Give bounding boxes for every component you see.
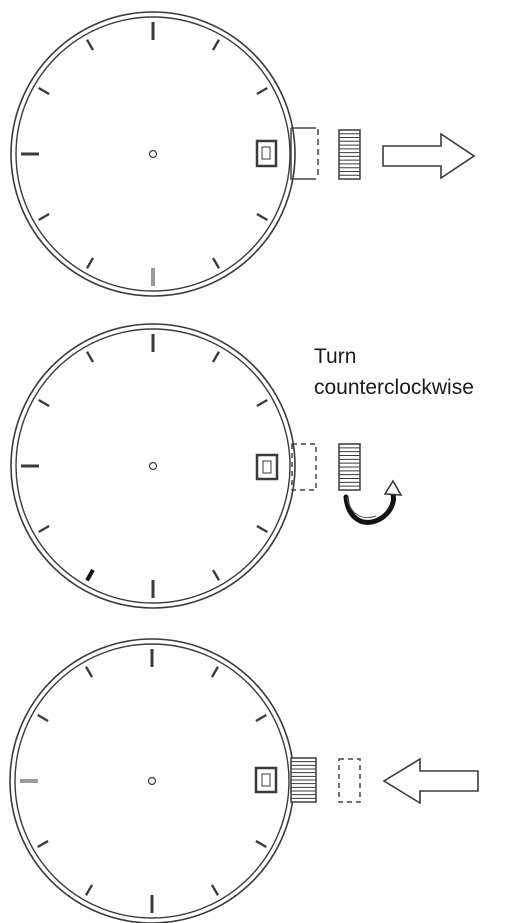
crown-1 bbox=[338, 129, 361, 180]
crown-stem-2 bbox=[255, 453, 279, 481]
hour-marker bbox=[85, 257, 95, 269]
crown-body bbox=[338, 129, 361, 180]
dial-center bbox=[148, 461, 158, 471]
crown-2 bbox=[338, 443, 361, 491]
hour-marker bbox=[210, 884, 220, 896]
hour-marker bbox=[255, 713, 267, 723]
dial-center bbox=[148, 149, 158, 159]
dial-outer-ring bbox=[9, 638, 295, 923]
hour-marker bbox=[211, 257, 221, 269]
hour-marker bbox=[256, 524, 268, 534]
crown-3 bbox=[290, 757, 317, 803]
turn-instruction: Turn counterclockwise bbox=[314, 341, 474, 403]
hour-marker bbox=[85, 39, 95, 51]
hour-marker bbox=[38, 524, 50, 534]
dial-inner-ring bbox=[15, 16, 291, 292]
step-2-turn-crown bbox=[10, 323, 403, 609]
watch-dial-2 bbox=[10, 323, 296, 609]
crown-stem-1 bbox=[255, 139, 278, 168]
watch-dial-3 bbox=[9, 638, 295, 923]
dial-outer-ring bbox=[10, 323, 296, 609]
crown-pulled-position-dashed bbox=[338, 758, 361, 803]
hour-marker bbox=[210, 666, 220, 678]
crown-original-position-dashed bbox=[291, 443, 317, 491]
hour-marker bbox=[84, 666, 94, 678]
hour-marker bbox=[211, 351, 221, 363]
watch-dial-1 bbox=[10, 11, 296, 297]
dial-inner-ring bbox=[14, 643, 290, 919]
dial-outer-ring bbox=[10, 11, 296, 297]
hour-marker bbox=[85, 568, 95, 582]
pull-out-arrow bbox=[382, 132, 476, 180]
hour-marker bbox=[211, 569, 221, 581]
step-1-pull-crown-out bbox=[10, 11, 476, 297]
instruction-line-1: Turn bbox=[314, 345, 357, 368]
crown-original-position-dashed bbox=[290, 127, 319, 180]
hour-marker bbox=[38, 212, 50, 222]
dial-center bbox=[147, 776, 157, 786]
hour-marker bbox=[38, 86, 50, 96]
hour-marker bbox=[38, 398, 50, 408]
hour-marker bbox=[256, 212, 268, 222]
hour-marker bbox=[37, 713, 49, 723]
hour-marker bbox=[211, 39, 221, 51]
step-3-push-crown-in bbox=[9, 638, 479, 923]
hour-marker bbox=[256, 86, 268, 96]
hour-marker bbox=[85, 351, 95, 363]
hour-marker bbox=[84, 884, 94, 896]
push-in-arrow bbox=[382, 757, 479, 805]
crown-stem-3 bbox=[254, 766, 278, 794]
instruction-line-2: counterclockwise bbox=[314, 376, 474, 399]
hour-marker bbox=[255, 839, 267, 849]
counterclockwise-turn-arrow bbox=[343, 479, 403, 525]
hour-marker bbox=[256, 398, 268, 408]
hour-marker bbox=[37, 839, 49, 849]
dial-inner-ring bbox=[15, 328, 291, 604]
